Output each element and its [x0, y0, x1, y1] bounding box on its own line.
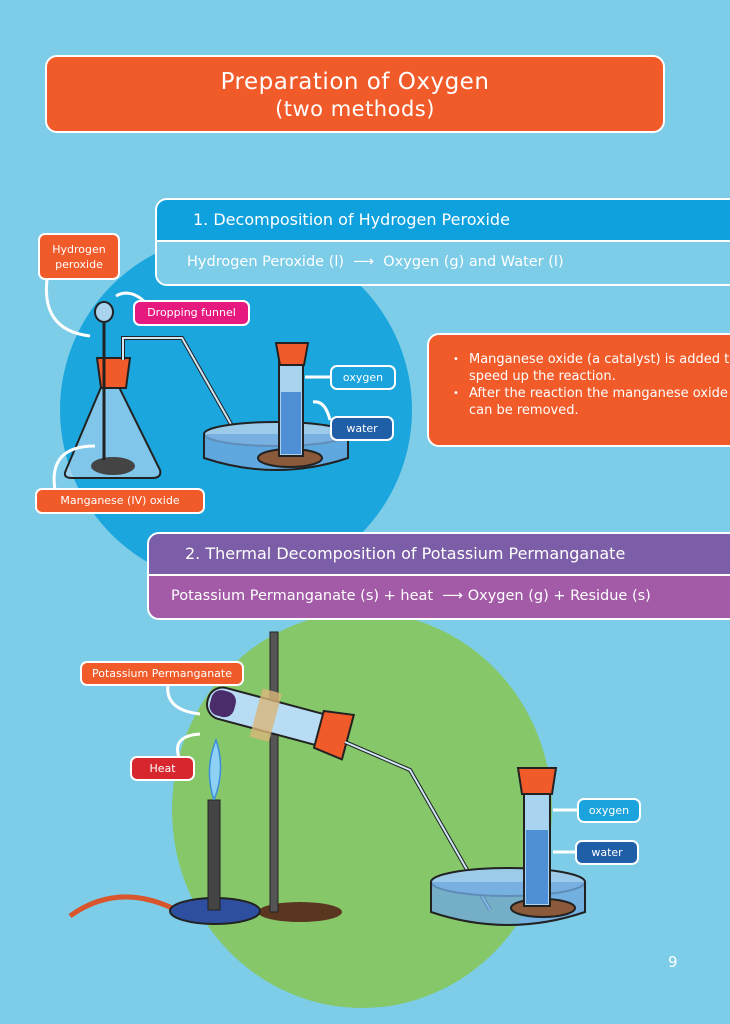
dropping-funnel — [94, 301, 114, 323]
method2-panel: 2. Thermal Decomposition of Potassium Pe… — [147, 532, 730, 620]
conical-flask — [63, 301, 242, 479]
manganese-oxide-pile — [91, 457, 135, 475]
equation-reactants: Potassium Permanganate (s) + heat — [171, 588, 434, 604]
label-water: water — [330, 416, 394, 441]
method2-equation: Potassium Permanganate (s) + heat ⟶ Oxyg… — [149, 574, 730, 618]
label-hydrogen-peroxide: Hydrogen peroxide — [38, 233, 120, 280]
method1-notes: Manganese oxide (a catalyst) is added to… — [427, 333, 730, 447]
equation-reactants: Hydrogen Peroxide (l) — [187, 254, 345, 270]
bunsen-burner — [68, 737, 261, 925]
label-oxygen-2: oxygen — [577, 798, 641, 823]
equation-products: Oxygen (g) + Residue (s) — [467, 588, 651, 604]
water-trough-2 — [430, 767, 586, 926]
potassium-permanganate-crystals — [209, 690, 236, 718]
arrow-right-icon: ⟶ — [348, 254, 379, 270]
title-banner: Preparation of Oxygen (two methods) — [45, 55, 665, 133]
page-number: 9 — [668, 953, 678, 971]
note-item: After the reaction the manganese oxide c… — [453, 385, 730, 419]
note-item: Manganese oxide (a catalyst) is added to… — [453, 351, 730, 385]
heated-test-tube — [206, 686, 492, 911]
retort-stand — [258, 631, 342, 922]
method2-heading: 2. Thermal Decomposition of Potassium Pe… — [149, 534, 730, 574]
label-water-2: water — [575, 840, 639, 865]
page-subtitle: (two methods) — [275, 97, 435, 121]
label-oxygen: oxygen — [330, 365, 396, 390]
label-heat: Heat — [130, 756, 195, 781]
label-potassium-permanganate: Potassium Permanganate — [80, 661, 244, 686]
stopper — [95, 357, 132, 389]
water-trough-1 — [203, 342, 349, 471]
label-manganese-oxide: Manganese (IV) oxide — [35, 488, 205, 514]
method1-panel: 1. Decomposition of Hydrogen Peroxide Hy… — [155, 198, 730, 286]
label-dropping-funnel: Dropping funnel — [133, 300, 250, 326]
page-title: Preparation of Oxygen — [220, 69, 490, 95]
method1-equation: Hydrogen Peroxide (l) ⟶ Oxygen (g) and W… — [157, 240, 730, 284]
flame — [208, 737, 222, 801]
arrow-right-icon: ⟶ — [437, 588, 464, 604]
equation-products: Oxygen (g) and Water (l) — [383, 254, 564, 270]
method1-heading: 1. Decomposition of Hydrogen Peroxide — [157, 200, 730, 240]
